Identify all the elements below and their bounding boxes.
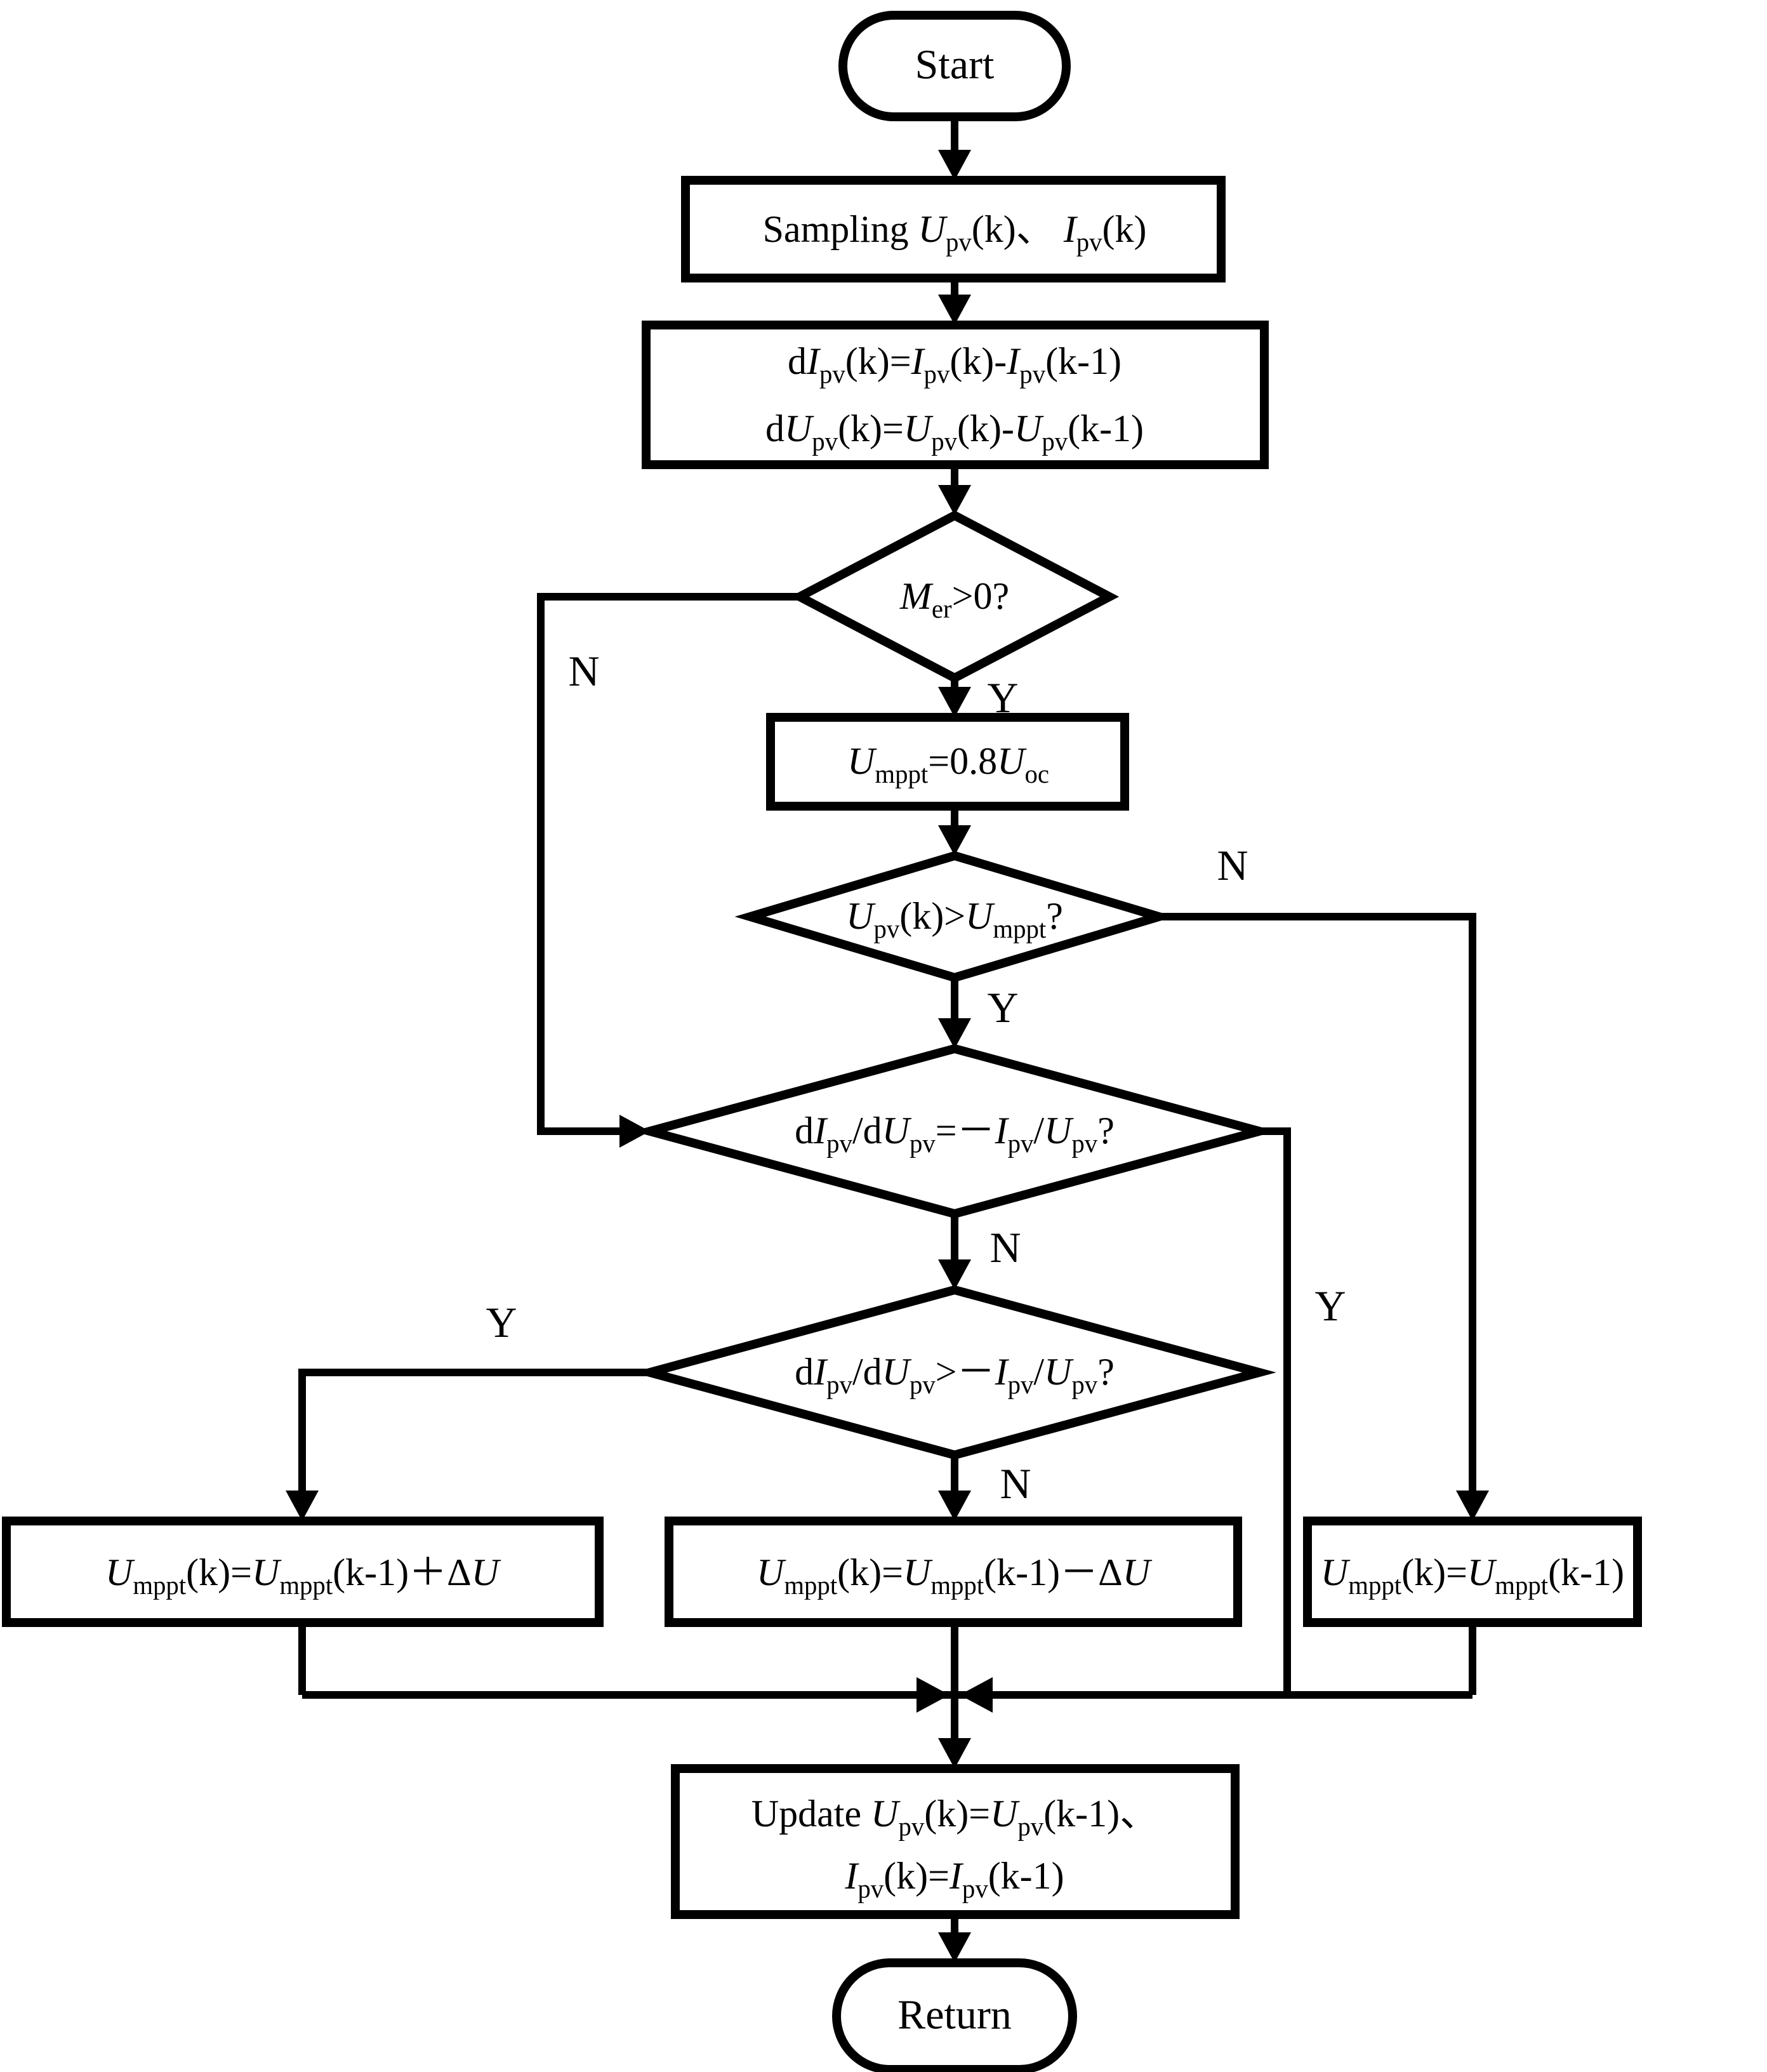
increase-u-formula: Umppt(k)=Umppt(k-1)＋ΔU — [105, 1552, 500, 1600]
increase-u-box-shape — [2, 1517, 604, 1627]
arrowhead-junction-left — [960, 1677, 993, 1713]
branch-label-mer-no: N — [568, 649, 600, 696]
upv-decision-shape — [734, 851, 1175, 983]
mer-decision-shape — [790, 510, 1120, 683]
return-label: Return — [897, 1993, 1012, 2039]
branch-label-mer-yes: Y — [987, 675, 1019, 722]
update-line2: Ipv(k)=Ipv(k-1) — [845, 1856, 1064, 1904]
arrowhead-into-return — [938, 1932, 971, 1963]
slope-gt-formula: dIpv/dUpv>－Ipv/Upv? — [795, 1351, 1115, 1400]
delta-calc-line2: dUpv(k)=Upv(k)-Upv(k-1) — [765, 408, 1144, 456]
branch-label-slope-eq-yes: Y — [1314, 1284, 1346, 1331]
uoc-set-formula: Umppt=0.8Uoc — [847, 741, 1049, 789]
slope-gt-decision-shape — [633, 1285, 1276, 1460]
slope-eq-formula: dIpv/dUpv=－Ipv/Upv? — [795, 1110, 1115, 1159]
start-terminator-shape — [838, 11, 1071, 121]
arrowhead-loop-into-slope-eq — [619, 1115, 650, 1148]
arrowhead-into-decrease — [938, 1491, 971, 1521]
arrowhead-into-uoc — [938, 687, 971, 717]
arrowhead-into-delta — [938, 295, 971, 325]
arrowhead-into-update — [938, 1738, 971, 1769]
arrowhead-into-mer — [938, 485, 971, 515]
nodes — [2, 11, 1642, 2072]
upv-check-formula: Upv(k)>Umppt? — [846, 896, 1063, 944]
branch-label-slope-eq-no: N — [989, 1225, 1021, 1272]
hold-u-formula: Umppt(k)=Umppt(k-1) — [1320, 1552, 1625, 1600]
delta-calc-box-shape — [642, 321, 1269, 469]
edge-slope-eq-yes-branch — [1259, 1127, 1291, 1695]
branch-label-slope-gt-no: N — [1000, 1461, 1031, 1508]
arrowhead-into-sampling — [938, 150, 971, 180]
arrowhead-into-slope-eq — [938, 1018, 971, 1049]
arrowhead-into-upv — [938, 825, 971, 856]
slope-eq-decision-shape — [633, 1044, 1276, 1219]
update-box-shape — [671, 1764, 1240, 1919]
edge-mer-no-loop — [537, 593, 800, 1135]
arrowhead-junction-right — [917, 1677, 950, 1713]
edge-upv-no-branch — [1159, 913, 1476, 1501]
branch-label-upv-yes: Y — [987, 985, 1019, 1032]
arrowheads — [286, 150, 1489, 1963]
branch-label-slope-gt-yes: Y — [486, 1300, 517, 1347]
delta-calc-line1: dIpv(k)=Ipv(k)-Ipv(k-1) — [787, 341, 1122, 389]
uoc-box-shape — [766, 713, 1129, 811]
update-line1: Update Upv(k)=Upv(k-1)、 — [751, 1793, 1158, 1842]
sampling-formula: Sampling Upv(k)、 Ipv(k) — [762, 209, 1147, 257]
arrowhead-into-hold — [1456, 1491, 1489, 1521]
start-label: Start — [915, 43, 995, 89]
arrowhead-into-slope-gt — [938, 1259, 971, 1290]
branch-label-upv-no: N — [1217, 843, 1248, 890]
sampling-box-shape — [681, 176, 1226, 282]
mer-check-formula: Mer>0? — [899, 576, 1010, 624]
decrease-u-formula: Umppt(k)=Umppt(k-1)－ΔU — [756, 1552, 1151, 1600]
arrowhead-into-increase — [286, 1491, 319, 1521]
decrease-u-box-shape — [665, 1517, 1242, 1627]
edge-slope-gt-yes-branch — [298, 1369, 650, 1501]
